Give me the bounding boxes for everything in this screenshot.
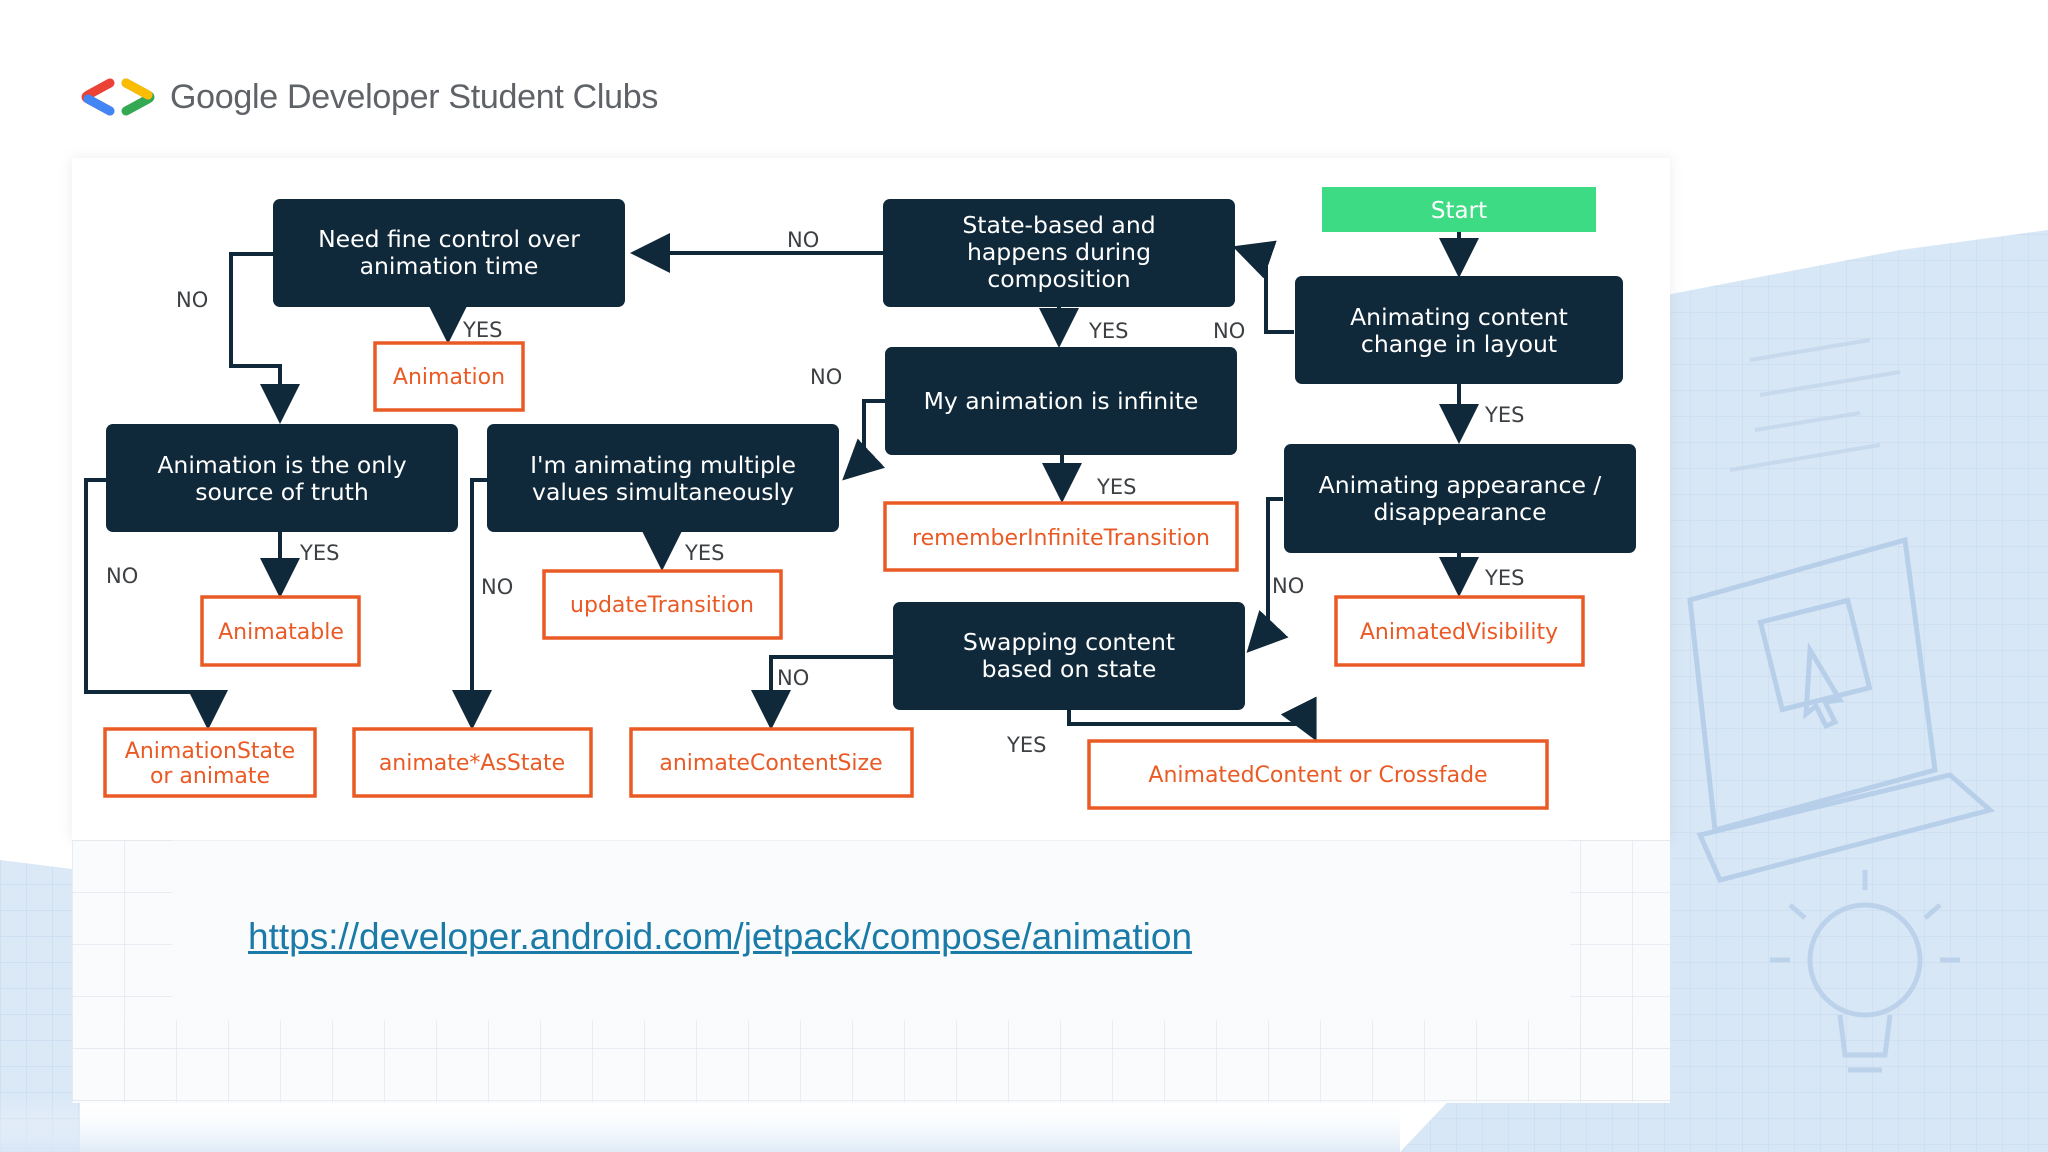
laptop-sketch-icon: [1687, 536, 1996, 883]
result-animation-state: AnimationState or animate: [103, 727, 317, 798]
label-no: NO: [176, 288, 208, 312]
label-yes: YES: [299, 541, 339, 565]
result-animated-visibility: AnimatedVisibility: [1334, 595, 1585, 667]
decision-state-based: State-based and happens during compositi…: [883, 199, 1235, 307]
label-yes: YES: [462, 318, 502, 342]
decision-multiple-values: I'm animating multiple values simultaneo…: [487, 424, 839, 532]
label-no: NO: [777, 666, 809, 690]
svg-text:Animation is the only: Animation is the only: [157, 451, 406, 479]
result-remember-infinite: rememberInfiniteTransition: [883, 501, 1239, 572]
svg-text:Swapping content: Swapping content: [963, 628, 1175, 656]
result-animation: Animation: [373, 341, 525, 412]
result-animate-as-state: animate*AsState: [352, 727, 593, 798]
svg-text:source of truth: source of truth: [195, 478, 369, 506]
flow-connectors: [84, 232, 1479, 742]
decision-appearance: Animating appearance / disappearance: [1284, 444, 1636, 553]
svg-text:updateTransition: updateTransition: [570, 593, 754, 618]
svg-text:animation time: animation time: [360, 252, 539, 280]
svg-text:Animation: Animation: [393, 365, 505, 390]
documentation-link[interactable]: https://developer.android.com/jetpack/co…: [248, 916, 1193, 957]
svg-text:change in layout: change in layout: [1361, 330, 1557, 358]
svg-text:composition: composition: [987, 265, 1130, 293]
label-no: NO: [106, 564, 138, 588]
svg-text:animate*AsState: animate*AsState: [379, 751, 565, 776]
decision-swapping: Swapping content based on state: [893, 602, 1245, 710]
svg-text:AnimatedContent or Crossfade: AnimatedContent or Crossfade: [1148, 763, 1487, 788]
svg-text:Animating content: Animating content: [1350, 303, 1568, 331]
label-yes: YES: [1484, 403, 1524, 427]
start-label: Start: [1431, 198, 1487, 224]
label-no: NO: [1213, 319, 1245, 343]
svg-text:values simultaneously: values simultaneously: [532, 478, 794, 506]
result-animated-content: AnimatedContent or Crossfade: [1087, 739, 1549, 810]
svg-text:Need fine control over: Need fine control over: [318, 225, 580, 253]
label-yes: YES: [1484, 566, 1524, 590]
start-node: Start: [1322, 187, 1596, 232]
label-no: NO: [787, 228, 819, 252]
svg-text:rememberInfiniteTransition: rememberInfiniteTransition: [912, 526, 1210, 551]
gdsc-logo-icon: [81, 78, 155, 116]
header: Google Developer Student Clubs: [80, 72, 658, 122]
decision-fine-control: Need fine control over animation time: [273, 199, 625, 307]
label-yes: YES: [684, 541, 724, 565]
label-no: NO: [481, 575, 513, 599]
svg-text:State-based and: State-based and: [962, 211, 1155, 239]
svg-text:Animating appearance /: Animating appearance /: [1319, 471, 1602, 499]
result-nodes: Animation Animatable AnimationState or a…: [103, 341, 1585, 810]
svg-text:Animatable: Animatable: [218, 620, 344, 645]
footer-grid: [72, 840, 1670, 1102]
svg-text:I'm animating multiple: I'm animating multiple: [530, 451, 796, 479]
svg-text:AnimationState: AnimationState: [125, 739, 295, 764]
svg-text:happens during: happens during: [967, 238, 1151, 266]
label-yes: YES: [1006, 733, 1046, 757]
result-animatable: Animatable: [200, 595, 361, 667]
decision-content-change: Animating content change in layout: [1295, 276, 1623, 384]
label-no: NO: [1272, 574, 1304, 598]
label-no: NO: [810, 365, 842, 389]
label-yes: YES: [1088, 319, 1128, 343]
svg-text:based on state: based on state: [982, 655, 1157, 683]
decision-source-of-truth: Animation is the only source of truth: [106, 424, 458, 532]
svg-text:My animation is infinite: My animation is infinite: [924, 387, 1199, 415]
svg-text:animateContentSize: animateContentSize: [659, 751, 882, 776]
brand-title: Google Developer Student Clubs: [170, 77, 659, 116]
svg-text:or animate: or animate: [150, 764, 270, 789]
lightbulb-sketch-icon: [1770, 870, 1960, 1073]
svg-text:disappearance: disappearance: [1373, 498, 1546, 526]
result-animate-content-size: animateContentSize: [629, 727, 914, 798]
branch-labels: YES YES NO NO YES NO YES NO YES NO YES N…: [106, 228, 1524, 757]
svg-text:AnimatedVisibility: AnimatedVisibility: [1360, 620, 1558, 645]
label-yes: YES: [1096, 475, 1136, 499]
decision-infinite: My animation is infinite: [885, 347, 1237, 455]
decision-nodes: Animating content change in layout Anima…: [106, 199, 1636, 710]
result-update-transition: updateTransition: [542, 569, 783, 640]
